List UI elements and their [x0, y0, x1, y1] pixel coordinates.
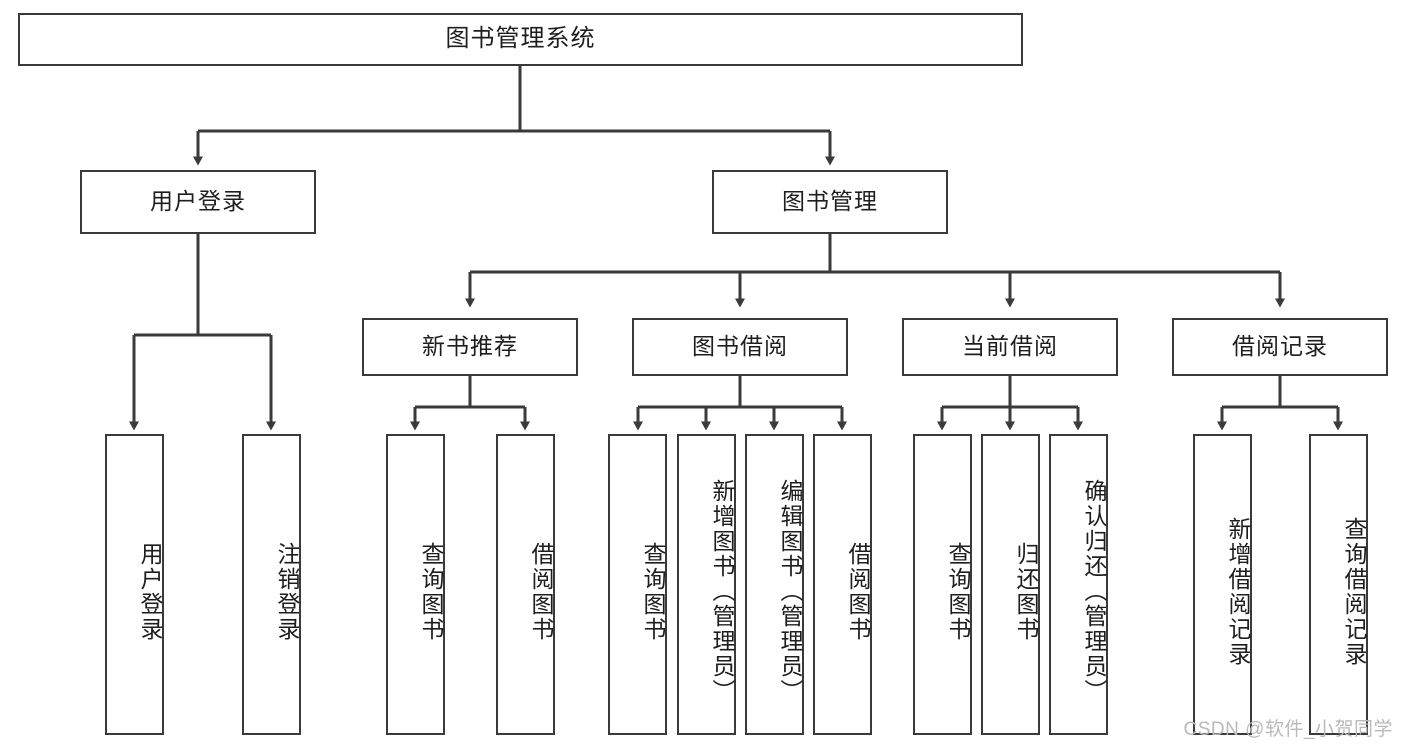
- node-label: 编辑图书（管理员）: [777, 479, 803, 704]
- node-user-login[interactable]: 用户登录: [80, 170, 316, 234]
- leaf-new-book-query-book[interactable]: 查询图书: [386, 434, 445, 735]
- node-root-book-management-system[interactable]: 图书管理系统: [18, 13, 1023, 66]
- leaf-book-borrow-borrow-book[interactable]: 借阅图书: [813, 434, 872, 735]
- leaf-book-borrow-add-book-admin[interactable]: 新增图书（管理员）: [677, 434, 736, 735]
- node-label: 借阅图书: [528, 541, 554, 642]
- leaf-user-login-login[interactable]: 用户登录: [105, 434, 164, 735]
- node-label: 查询图书: [418, 541, 444, 642]
- leaf-new-book-borrow-book[interactable]: 借阅图书: [496, 434, 555, 735]
- node-label: 用户登录: [150, 188, 246, 215]
- node-label: 注销登录: [274, 541, 300, 642]
- node-label: 图书借阅: [692, 333, 788, 360]
- node-label: 用户登录: [137, 541, 163, 642]
- leaf-current-borrow-confirm-return-admin[interactable]: 确认归还（管理员）: [1049, 434, 1108, 735]
- csdn-watermark: CSDN @软件_小贺同学: [1183, 719, 1393, 740]
- node-label: 当前借阅: [962, 333, 1058, 360]
- node-label: 查询图书: [945, 541, 971, 642]
- node-label: 借阅记录: [1232, 333, 1328, 360]
- node-label: 借阅图书: [845, 541, 871, 642]
- node-book-management[interactable]: 图书管理: [712, 170, 948, 234]
- node-label: 图书管理: [782, 188, 878, 215]
- leaf-book-borrow-edit-book-admin[interactable]: 编辑图书（管理员）: [745, 434, 804, 735]
- node-label: 确认归还（管理员）: [1081, 479, 1107, 704]
- node-label: 新增图书（管理员）: [709, 479, 735, 704]
- node-new-book-recommend[interactable]: 新书推荐: [362, 318, 578, 376]
- leaf-current-borrow-query-book[interactable]: 查询图书: [913, 434, 972, 735]
- leaf-current-borrow-return-book[interactable]: 归还图书: [981, 434, 1040, 735]
- node-label: 查询图书: [640, 541, 666, 642]
- leaf-borrow-record-add-record[interactable]: 新增借阅记录: [1193, 434, 1252, 735]
- leaf-user-login-logout[interactable]: 注销登录: [242, 434, 301, 735]
- node-label: 归还图书: [1013, 541, 1039, 642]
- leaf-book-borrow-query-book[interactable]: 查询图书: [608, 434, 667, 735]
- node-label: 新增借阅记录: [1225, 516, 1251, 667]
- leaf-borrow-record-query-record[interactable]: 查询借阅记录: [1309, 434, 1368, 735]
- node-book-borrow[interactable]: 图书借阅: [632, 318, 848, 376]
- node-current-borrow[interactable]: 当前借阅: [902, 318, 1118, 376]
- node-borrow-record[interactable]: 借阅记录: [1172, 318, 1388, 376]
- node-label: 图书管理系统: [445, 25, 596, 53]
- node-label: 查询借阅记录: [1341, 516, 1367, 667]
- node-label: 新书推荐: [422, 333, 518, 360]
